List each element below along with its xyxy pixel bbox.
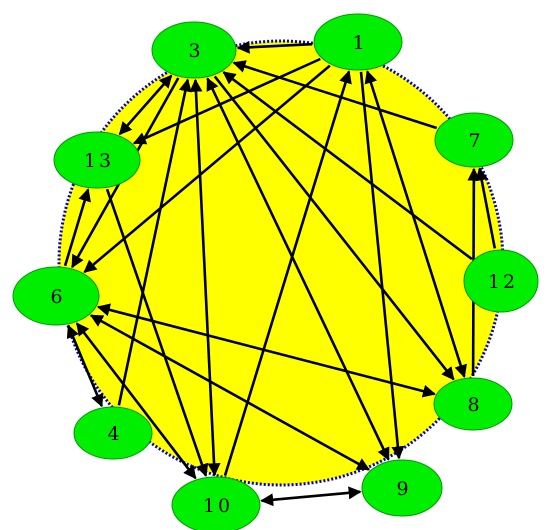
node-3: 3 xyxy=(151,21,237,79)
node-label-12: 12 xyxy=(488,271,518,293)
node-13: 13 xyxy=(53,131,141,189)
node-label-10: 10 xyxy=(203,495,233,517)
edges-layer xyxy=(63,40,497,507)
node-ellipse-4 xyxy=(73,406,153,460)
node-label-13: 13 xyxy=(84,150,114,172)
node-ellipse-13 xyxy=(53,131,141,189)
node-ellipse-7 xyxy=(434,112,514,168)
node-4: 4 xyxy=(73,406,153,460)
node-ellipse-3 xyxy=(151,21,237,79)
node-6: 6 xyxy=(12,266,100,326)
edge-6-to-4 xyxy=(66,324,104,408)
node-label-4: 4 xyxy=(107,423,122,445)
node-10: 10 xyxy=(171,476,261,530)
edge-7-to-3 xyxy=(232,60,438,130)
edge-6-to-13 xyxy=(63,188,91,267)
node-label-9: 9 xyxy=(396,478,411,500)
edge-12-to-3 xyxy=(222,71,473,261)
node-ellipse-10 xyxy=(171,476,261,530)
node-label-1: 1 xyxy=(352,32,367,54)
node-8: 8 xyxy=(433,377,513,431)
node-label-3: 3 xyxy=(188,40,203,62)
node-7: 7 xyxy=(434,112,514,168)
edge-1-to-3 xyxy=(236,40,313,54)
edge-3-to-13 xyxy=(118,74,173,136)
node-12: 12 xyxy=(463,249,539,313)
node-label-7: 7 xyxy=(468,130,483,152)
node-1: 1 xyxy=(313,13,403,71)
edge-10-to-9 xyxy=(260,486,362,507)
node-label-6: 6 xyxy=(50,286,65,308)
node-9: 9 xyxy=(361,459,443,517)
edge-12-to-7 xyxy=(475,167,497,249)
node-ellipse-1 xyxy=(313,13,403,71)
node-ellipse-12 xyxy=(463,249,539,313)
node-label-8: 8 xyxy=(467,394,482,416)
node-ellipse-8 xyxy=(433,377,513,431)
node-ellipse-6 xyxy=(12,266,100,326)
node-ellipse-9 xyxy=(361,459,443,517)
edge-4-to-3 xyxy=(117,78,192,406)
